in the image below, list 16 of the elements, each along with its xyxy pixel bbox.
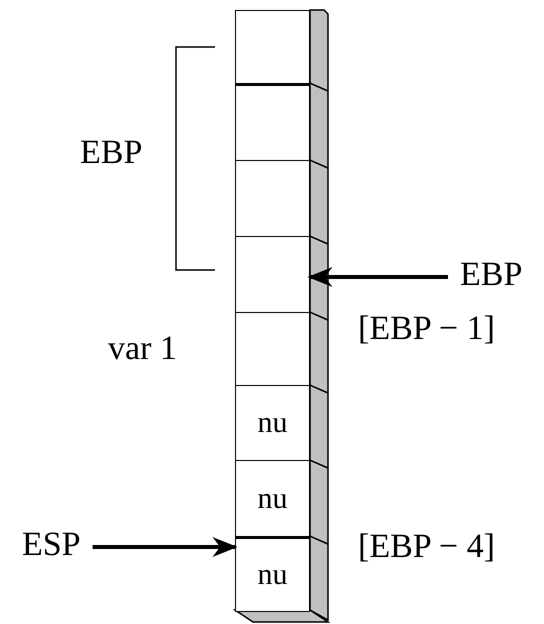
stack-cell xyxy=(235,236,310,314)
register-label: ESP xyxy=(22,528,81,562)
address-label: [EBP − 1] xyxy=(358,312,495,346)
stack-cell: nu xyxy=(235,385,310,462)
register-label: EBP xyxy=(460,258,522,292)
stack-cell xyxy=(235,160,310,238)
stack-cell: nu xyxy=(235,536,310,612)
arrow xyxy=(308,267,448,287)
stack-cell xyxy=(235,312,310,386)
address-label: [EBP − 4] xyxy=(358,530,495,564)
stack-cell xyxy=(235,83,310,162)
stack-cell: nu xyxy=(235,460,310,538)
arrow xyxy=(92,537,238,557)
variable-label: var 1 xyxy=(108,332,177,366)
bracket-label: EBP xyxy=(80,136,142,170)
stack-cell xyxy=(235,10,310,84)
